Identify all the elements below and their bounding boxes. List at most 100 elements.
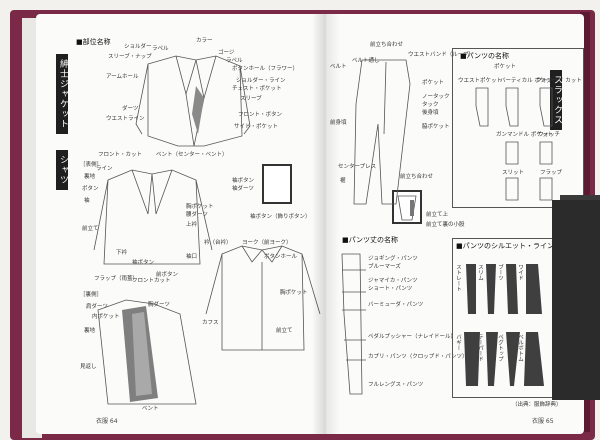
lining-label: 見返し xyxy=(80,364,97,370)
inset-label: 袖ダーツ xyxy=(232,186,254,192)
silhouette-label: ベルボトム xyxy=(517,334,523,362)
pocket-box-label: バーティカル ポケット xyxy=(500,78,557,84)
left-folio: 衣服 64 xyxy=(96,418,118,425)
shirt-label: ボタン xyxy=(82,186,99,192)
inset-label: 袖ボタン（飾りボタン） xyxy=(250,214,311,220)
jacket-label: ショルダー xyxy=(124,44,152,50)
band-slacks: スラックス xyxy=(550,70,562,130)
pocket-box-label: ポケット xyxy=(494,64,517,70)
book-gutter xyxy=(312,14,340,434)
section-silhouette-title: ■パンツのシルエット・ライン xyxy=(456,242,554,250)
pocket-box-label: フォワード カット xyxy=(536,78,582,84)
detail-label: 前立て上 xyxy=(426,212,449,218)
length-label: フルレングス・パンツ xyxy=(368,382,424,388)
detail-label: 前立て裏の小股 xyxy=(426,222,465,228)
pants-label: 後身頃 xyxy=(422,110,439,116)
section-pants-length-title: ■パンツ丈の名称 xyxy=(342,236,398,244)
shirt-label: 裏地 xyxy=(84,174,96,180)
silhouette-label: ブーツ xyxy=(497,264,503,281)
jacket-label: ダーツ xyxy=(122,106,139,112)
band-jacket: 紳士ジャケット xyxy=(56,54,68,134)
shirt-label: 前立て xyxy=(82,226,99,232)
pants-label: タック xyxy=(422,102,439,108)
pants-label: 前立ち合わせ xyxy=(370,42,404,48)
shirt-label: ライン xyxy=(96,166,113,172)
shirt-label: 袖口 xyxy=(186,254,198,260)
shirt-label: 腰ダーツ xyxy=(186,212,208,218)
pants-label: ノータック xyxy=(422,94,450,100)
fly-detail-inset xyxy=(392,190,422,224)
jacket-label: フロント・ボタン xyxy=(238,112,283,118)
silhouette-label: バギー xyxy=(455,334,461,351)
jacket-label: ウエストライン xyxy=(106,116,145,122)
pants-label: 前身頃 xyxy=(330,120,347,127)
jacket-label: スリーブ xyxy=(240,96,262,102)
length-label: ブルーマーズ xyxy=(368,264,401,270)
dress-shirt-label: 衿（台衿） xyxy=(204,240,232,246)
silhouette-footnote: （出典：服飾辞典） xyxy=(512,402,562,408)
shirt-top-label: フロント・カット xyxy=(98,152,143,158)
shirt-label: 袖ボタン xyxy=(132,260,155,266)
length-label: ジョギング・パンツ xyxy=(368,256,418,262)
jacket-label: ゴージ xyxy=(218,50,235,56)
jacket-label: カラー xyxy=(196,38,213,44)
right-folio: 衣服 65 xyxy=(532,418,554,425)
lining-label: 裏地 xyxy=(84,328,96,334)
jacket-label: ラペル xyxy=(226,58,243,64)
inset-label: 袖ボタン xyxy=(232,178,255,184)
shirt-label: フラップ（雨蓋） xyxy=(94,276,139,282)
pants-label: ベルト通し xyxy=(352,58,380,64)
left-page: 紳士ジャケット シャツ ■部位名称 ショルダー ラペル カラー スリーブ・ナップ… xyxy=(36,14,326,434)
dress-shirt-label: ヨーク（前ヨーク） xyxy=(242,240,292,246)
right-page: スラックス ■パンツの名称 ポケット ウエストポケット バーティカル ポケット … xyxy=(326,14,584,434)
jacket-label: ショルダー・ライン xyxy=(236,78,286,84)
right-page-drawings xyxy=(341,59,553,395)
shirt-label: 胸ポケット xyxy=(186,204,214,210)
section-parts-title: ■部位名称 xyxy=(76,38,111,46)
lining-label: 内ポケット xyxy=(92,314,120,320)
sleeve-detail-inset xyxy=(262,164,292,204)
lining-label: 肩ダーツ xyxy=(86,304,108,310)
silhouette-label: ワイド xyxy=(517,264,523,281)
jacket-label: ボタンホール（フラワー） xyxy=(232,66,299,72)
length-label: バーミューダ・パンツ xyxy=(368,302,424,308)
length-label: ショート・パンツ xyxy=(368,286,413,292)
pocket-box-label: フラップ xyxy=(540,170,563,176)
pants-label: ウエストバンド（ループ） xyxy=(408,52,474,58)
pants-label: センタープレス xyxy=(338,164,377,170)
length-label: カプリ・パンツ（クロップド・パンツ） xyxy=(368,354,468,360)
black-clip xyxy=(552,200,600,400)
lining-label: 胸ダーツ xyxy=(148,302,170,308)
shirt-label: 袖 xyxy=(84,198,90,204)
pants-label: 裾 xyxy=(340,178,346,184)
section-pants-parts-title: ■パンツの名称 xyxy=(460,52,509,60)
jacket-label: スリーブ・ナップ xyxy=(108,54,152,60)
jacket-label: サイド・ポケット xyxy=(234,124,279,130)
silhouette-label: テーパード xyxy=(477,334,483,362)
length-label: ジャマイカ・パンツ xyxy=(368,278,418,284)
shirt-label: 前ボタン xyxy=(156,272,179,278)
band-shirt: シャツ xyxy=(56,150,68,190)
silhouette-label: ストレート xyxy=(455,264,461,292)
dress-shirt-label: カフス xyxy=(202,320,219,326)
shirt-label: フロントカット xyxy=(132,278,171,284)
lining-label: ベント xyxy=(142,406,159,412)
jacket-label: アームホール xyxy=(106,74,139,80)
length-label: ペダルプッシャー（ナレイドール） xyxy=(368,334,457,340)
pocket-box-label: スリット xyxy=(502,170,525,176)
shirt-top-label: ベント（センター・ベント） xyxy=(156,152,228,158)
jacket-label: チェスト・ポケット xyxy=(232,86,282,92)
shirt-label: 下衿 xyxy=(116,250,128,256)
pocket-box-label: ウォッチ xyxy=(538,132,561,138)
pants-label: ベルト xyxy=(330,64,347,71)
silhouette-label: ペグトップ xyxy=(497,334,503,362)
front-side-label: ［表側］ xyxy=(80,162,103,168)
dress-shirt-label: ボタンホール xyxy=(264,254,298,260)
silhouette-label: スリム xyxy=(477,264,483,281)
pocket-box-label: ガンマンドル ポケット xyxy=(496,132,553,138)
dress-shirt-label: 胸ポケット xyxy=(280,290,308,296)
detail-label: 前立ち合わせ xyxy=(400,174,434,180)
pocket-names-box xyxy=(452,48,584,208)
jacket-label: ラペル xyxy=(152,46,169,52)
